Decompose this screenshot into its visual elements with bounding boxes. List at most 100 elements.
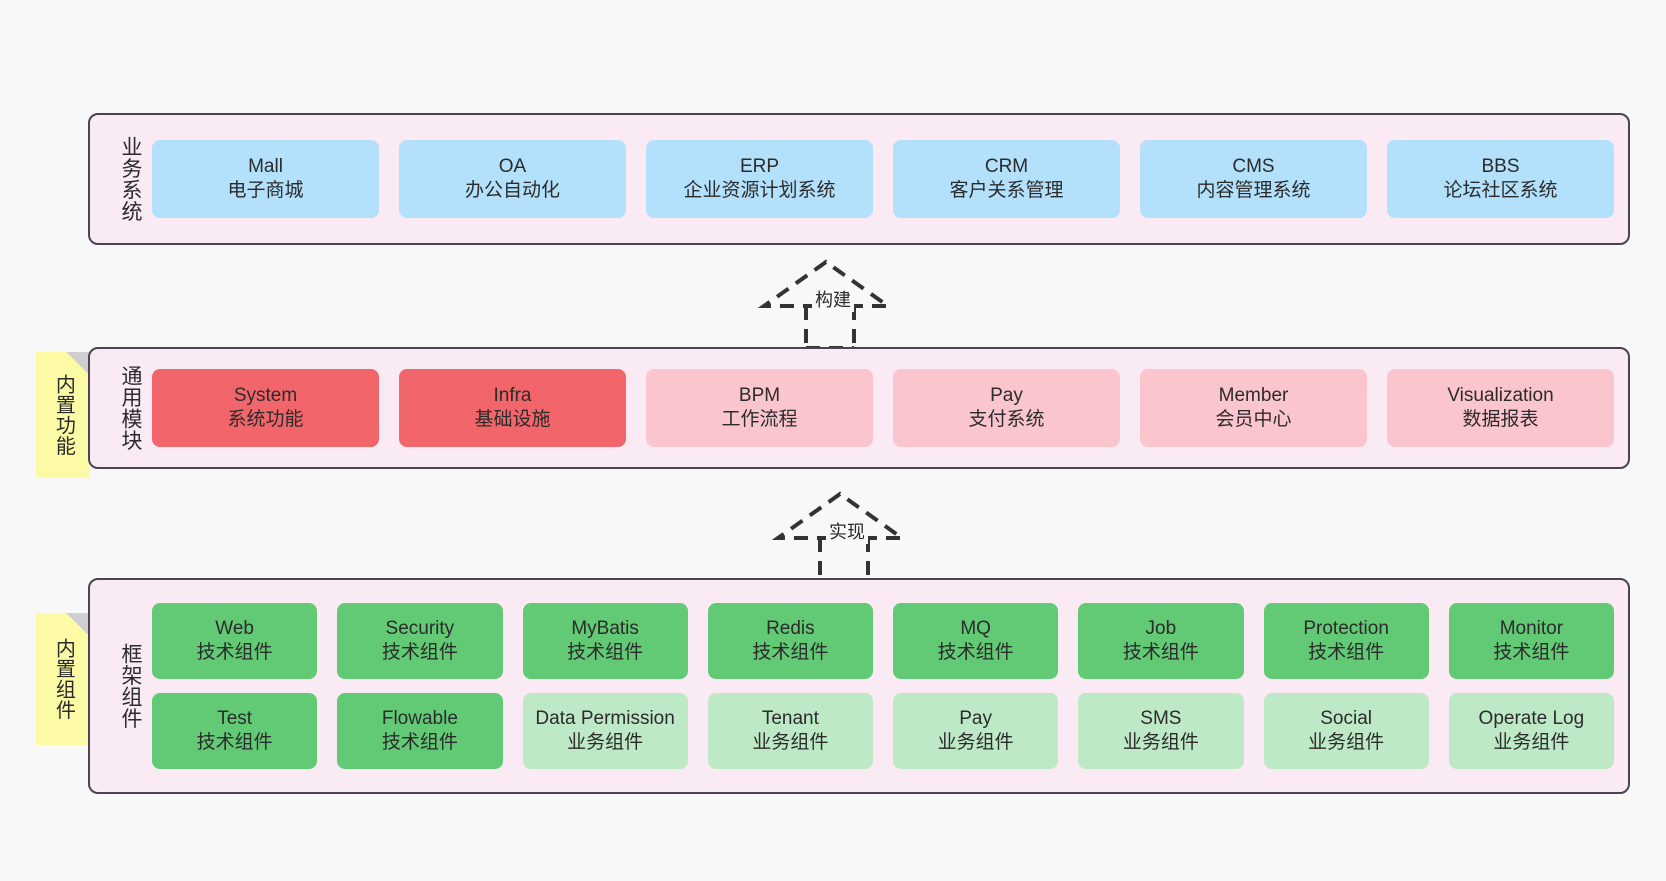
node-subtitle: 内容管理系统 [1196,180,1311,201]
layer-framework-components-body: Web 技术组件 Security 技术组件 MyBatis 技术组件 Redi… [148,580,1628,792]
node-title: Job [1145,617,1177,639]
node-pay-module[interactable]: Pay 支付系统 [893,369,1120,447]
node-subtitle: 技术组件 [1122,642,1199,663]
node-subtitle: 业务组件 [1308,732,1385,753]
node-subtitle: 工作流程 [721,409,798,430]
node-title: Social [1320,707,1372,729]
node-sms[interactable]: SMS 业务组件 [1078,693,1244,769]
node-title: CRM [984,155,1029,177]
node-subtitle: 技术组件 [752,642,829,663]
node-subtitle: 技术组件 [381,642,458,663]
layer-common-modules-label: 通用模块 [119,365,142,451]
node-cms[interactable]: CMS 内容管理系统 [1140,140,1367,218]
sticky-note-label: 内置功能 [52,374,75,456]
folded-corner-icon [66,352,90,376]
node-subtitle: 技术组件 [381,732,458,753]
node-social[interactable]: Social 业务组件 [1263,693,1429,769]
node-title: Pay [990,384,1023,406]
node-subtitle: 技术组件 [567,642,644,663]
node-erp[interactable]: ERP 企业资源计划系统 [646,140,873,218]
node-title: BBS [1481,155,1520,177]
node-web[interactable]: Web 技术组件 [152,603,318,679]
node-subtitle: 技术组件 [196,732,273,753]
node-row: Test 技术组件 Flowable 技术组件 Data Permission … [152,693,1614,769]
connector-build: 构建 [757,258,898,350]
node-subtitle: 业务组件 [1122,732,1199,753]
node-title: Web [215,617,254,639]
node-security[interactable]: Security 技术组件 [337,603,503,679]
node-title: Visualization [1447,384,1554,406]
node-crm[interactable]: CRM 客户关系管理 [893,140,1120,218]
node-subtitle: 企业资源计划系统 [683,180,836,201]
node-mybatis[interactable]: MyBatis 技术组件 [522,603,688,679]
node-subtitle: 业务组件 [937,732,1014,753]
node-bbs[interactable]: BBS 论坛社区系统 [1387,140,1614,218]
node-subtitle: 技术组件 [1493,642,1570,663]
node-row: System 系统功能 Infra 基础设施 BPM 工作流程 Pay 支付系统… [152,369,1614,447]
layer-common-modules-body: System 系统功能 Infra 基础设施 BPM 工作流程 Pay 支付系统… [148,349,1628,467]
node-infra[interactable]: Infra 基础设施 [399,369,626,447]
node-row: Web 技术组件 Security 技术组件 MyBatis 技术组件 Redi… [152,603,1614,679]
node-title: Redis [766,617,815,639]
node-subtitle: 系统功能 [227,409,304,430]
layer-framework-components-label: 框架组件 [119,643,142,729]
node-title: System [233,384,298,406]
node-subtitle: 业务组件 [567,732,644,753]
node-title: Protection [1303,617,1389,639]
layer-business-systems-label: 业务系统 [119,136,142,222]
node-subtitle: 会员中心 [1215,409,1292,430]
node-tenant[interactable]: Tenant 业务组件 [707,693,873,769]
node-data-permission[interactable]: Data Permission 业务组件 [522,693,688,769]
node-subtitle: 论坛社区系统 [1443,180,1558,201]
node-title: Test [217,707,253,729]
node-monitor[interactable]: Monitor 技术组件 [1448,603,1614,679]
node-protection[interactable]: Protection 技术组件 [1263,603,1429,679]
node-subtitle: 技术组件 [937,642,1014,663]
node-subtitle: 技术组件 [1308,642,1385,663]
node-oa[interactable]: OA 办公自动化 [399,140,626,218]
sticky-note-label: 内置组件 [52,638,75,720]
node-subtitle: 数据报表 [1462,409,1539,430]
node-title: Security [385,617,455,639]
node-title: Mall [248,155,283,177]
node-job[interactable]: Job 技术组件 [1078,603,1244,679]
node-title: BPM [738,384,781,406]
node-operate-log[interactable]: Operate Log 业务组件 [1448,693,1614,769]
node-title: CMS [1232,155,1275,177]
node-title: Pay [959,707,992,729]
node-title: Data Permission [535,707,675,729]
layer-framework-components: 框架组件 Web 技术组件 Security 技术组件 MyBatis 技术组件… [88,578,1630,794]
node-title: Operate Log [1478,707,1585,729]
node-title: Tenant [761,707,819,729]
connector-stem [804,306,856,350]
layer-business-systems-body: Mall 电子商城 OA 办公自动化 ERP 企业资源计划系统 CRM 客户关系… [148,115,1628,243]
node-title: SMS [1140,707,1182,729]
node-subtitle: 技术组件 [196,642,273,663]
node-bpm[interactable]: BPM 工作流程 [646,369,873,447]
node-title: Infra [493,384,532,406]
node-subtitle: 业务组件 [1493,732,1570,753]
node-visualization[interactable]: Visualization 数据报表 [1387,369,1614,447]
node-mq[interactable]: MQ 技术组件 [893,603,1059,679]
node-flowable[interactable]: Flowable 技术组件 [337,693,503,769]
node-title: Flowable [381,707,458,729]
node-title: OA [498,155,527,177]
node-title: MQ [960,617,991,639]
connector-build-label: 构建 [812,286,854,312]
node-subtitle: 客户关系管理 [949,180,1064,201]
node-subtitle: 支付系统 [968,409,1045,430]
connector-implement: 实现 [771,490,912,582]
sticky-note-builtin-features: 内置功能 [36,352,90,478]
node-system[interactable]: System 系统功能 [152,369,379,447]
node-member[interactable]: Member 会员中心 [1140,369,1367,447]
node-title: MyBatis [571,617,639,639]
node-subtitle: 基础设施 [474,409,551,430]
connector-stem [818,538,870,582]
folded-corner-icon [66,613,90,637]
node-mall[interactable]: Mall 电子商城 [152,140,379,218]
layer-business-systems: 业务系统 Mall 电子商城 OA 办公自动化 ERP 企业资源计划系统 CRM… [88,113,1630,245]
node-pay-component[interactable]: Pay 业务组件 [893,693,1059,769]
node-redis[interactable]: Redis 技术组件 [707,603,873,679]
node-row: Mall 电子商城 OA 办公自动化 ERP 企业资源计划系统 CRM 客户关系… [152,140,1614,218]
node-test[interactable]: Test 技术组件 [152,693,318,769]
